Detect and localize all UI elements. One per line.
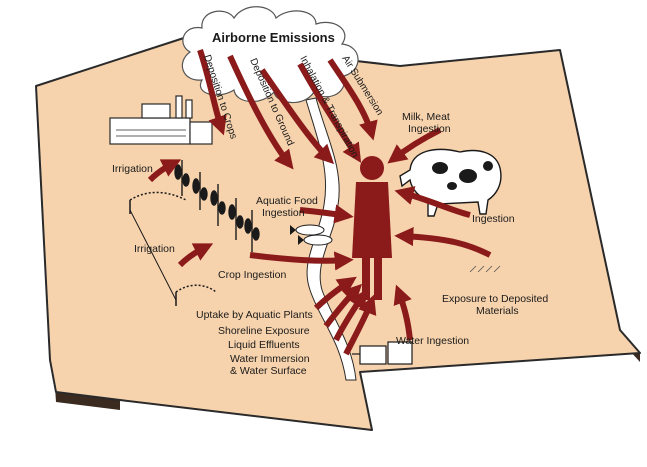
label-liquid-effluents: Liquid Effluents: [228, 339, 300, 351]
sprinkler-icon: [129, 191, 217, 306]
label-uptake-aquatic-plants: Uptake by Aquatic Plants: [196, 309, 313, 321]
person-icon: [352, 156, 392, 300]
pathway-arrows: [147, 49, 492, 356]
label-shoreline-exposure: Shoreline Exposure: [218, 325, 310, 337]
airborne-emissions-title: Airborne Emissions: [212, 30, 335, 45]
label-aquatic-food-ingestion: Ingestion: [262, 207, 305, 219]
label-water-immersion: Water Immersion: [230, 353, 310, 365]
label-aquatic-food: Aquatic Food: [256, 195, 318, 207]
fish-icon: [290, 224, 333, 246]
label-deposited-materials: Materials: [476, 305, 519, 317]
label-irrigation-top: Irrigation: [112, 163, 153, 175]
label-exposure-deposited: Exposure to Deposited: [442, 293, 548, 305]
label-water-surface: & Water Surface: [230, 365, 307, 377]
label-milk-meat: Milk, Meat: [402, 111, 450, 123]
label-ingestion-right: Ingestion: [472, 213, 515, 225]
deposited-materials-icon: [469, 265, 501, 273]
label-water-ingestion: Water Ingestion: [396, 335, 469, 347]
land-surface: [35, 35, 641, 431]
label-crop-ingestion: Crop Ingestion: [218, 269, 286, 281]
label-irrigation-mid: Irrigation: [134, 243, 175, 255]
cow-icon: [399, 148, 502, 217]
water-tank-icon: [352, 341, 413, 365]
factory-icon: [109, 95, 213, 145]
label-milk-meat-ingestion: Ingestion: [408, 123, 451, 135]
cloud-icon: [181, 6, 359, 104]
